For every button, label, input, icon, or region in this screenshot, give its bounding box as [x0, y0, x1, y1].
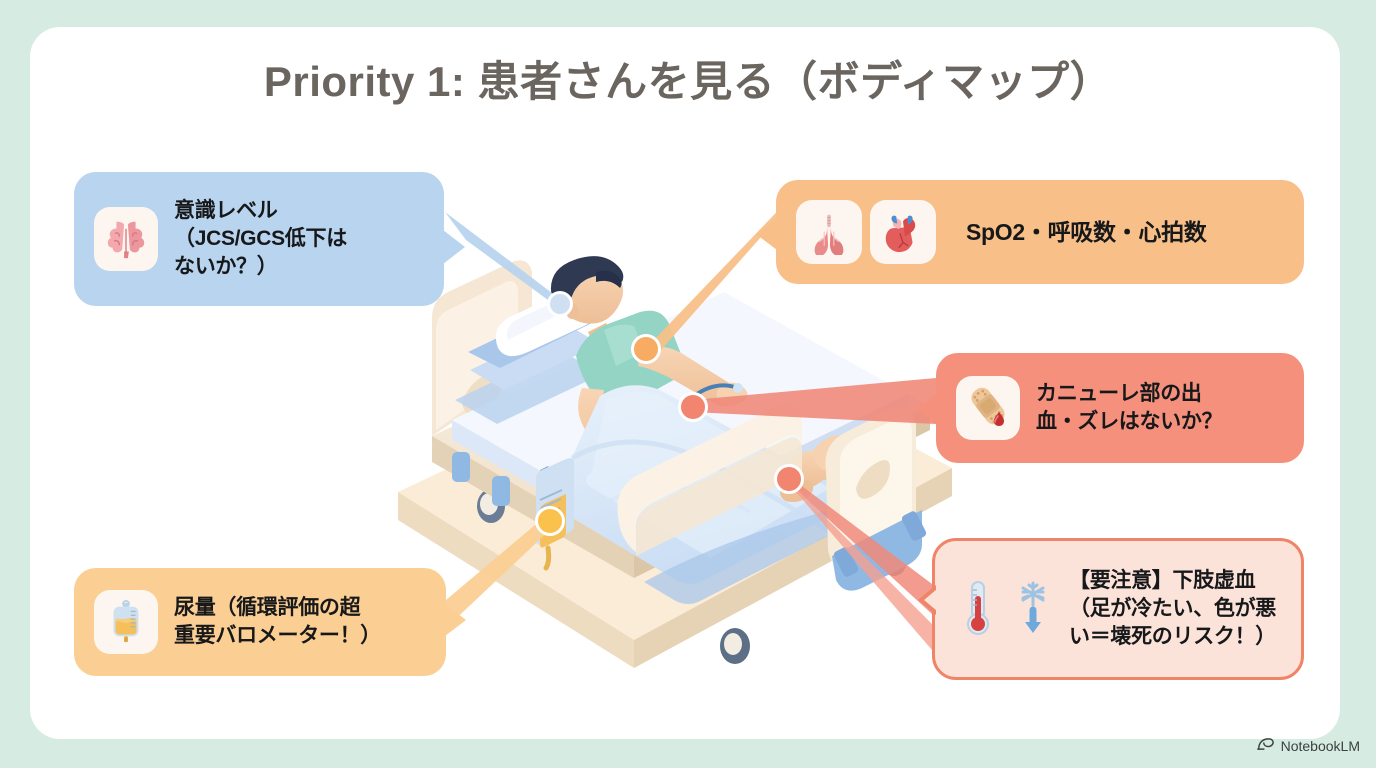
hotspot-consciousness[interactable]	[547, 291, 573, 317]
notebooklm-watermark: NotebookLM	[1256, 737, 1360, 754]
callout-text-consciousness: 意識レベル （JCS/GCS低下は ないか？）	[174, 198, 347, 279]
callout-icons	[951, 577, 1053, 641]
notebooklm-logo-icon	[1256, 737, 1274, 754]
callout-tail	[756, 218, 777, 250]
thermometer-icon	[951, 577, 1005, 641]
brain-icon	[94, 207, 158, 271]
page-title: Priority 1: 患者さんを見る（ボディマップ）	[263, 58, 1113, 105]
callout-tail	[443, 230, 465, 264]
callout-urine[interactable]: 尿量（循環評価の超 重要バロメーター！）	[74, 568, 466, 676]
heart-icon	[870, 200, 936, 264]
callout-text-vitals: SpO2・呼吸数・心拍数	[966, 218, 1207, 245]
callout-tail	[917, 393, 937, 425]
hotspot-ischemia[interactable]	[774, 464, 804, 494]
notebooklm-label: NotebookLM	[1280, 737, 1360, 754]
callout-icons	[796, 200, 936, 264]
callout-text-urine: 尿量（循環評価の超 重要バロメーター！）	[174, 595, 381, 647]
snowflake-down-arrow-icon	[1013, 577, 1053, 641]
callout-tail	[445, 604, 466, 636]
urine-bag-icon	[94, 590, 158, 654]
hotspot-vitals[interactable]	[631, 334, 661, 364]
callout-icons	[94, 590, 158, 654]
hotspot-cannula[interactable]	[678, 392, 708, 422]
callout-icons	[956, 376, 1020, 440]
callout-cannula[interactable]: カニューレ部の出 血・ズレはないか？	[917, 353, 1304, 463]
callout-tail-fill	[924, 589, 937, 611]
callout-vitals[interactable]: SpO2・呼吸数・心拍数	[756, 180, 1304, 284]
callout-text-cannula: カニューレ部の出 血・ズレはないか？	[1036, 381, 1223, 433]
callout-consciousness[interactable]: 意識レベル （JCS/GCS低下は ないか？）	[74, 172, 465, 306]
callout-icons	[94, 207, 158, 271]
hotspot-urine[interactable]	[535, 506, 565, 536]
callout-text-ischemia: 【要注意】下肢虚血 （足が冷たい、色が悪 い＝壊死のリスク！）	[1069, 568, 1276, 649]
bandage-icon	[956, 376, 1020, 440]
callout-ischemia[interactable]: 【要注意】下肢虚血 （足が冷たい、色が悪 い＝壊死のリスク！）	[918, 538, 1304, 680]
lungs-icon	[796, 200, 862, 264]
